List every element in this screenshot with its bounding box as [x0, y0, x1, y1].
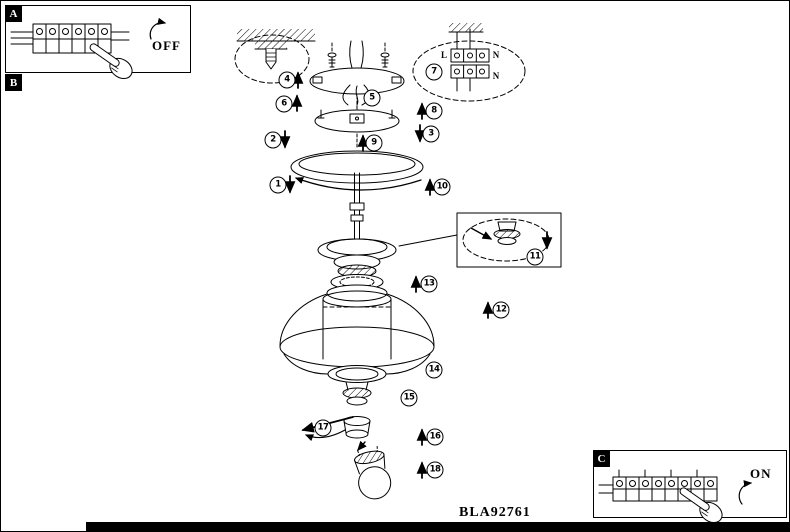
rotate-arrow-canopy [294, 177, 422, 191]
step-8-badge: 8 [425, 102, 443, 120]
off-label: OFF [152, 38, 181, 53]
model-number: BLA92761 [459, 505, 531, 520]
step-7-badge: 7 [425, 63, 443, 81]
rotate-arrow-step17 [304, 429, 346, 442]
inset-c-drawing [593, 450, 787, 523]
step-5-badge: 5 [363, 89, 381, 107]
inset-a-drawing [5, 5, 191, 79]
light-bulb [354, 446, 392, 500]
bottom-bar [86, 522, 789, 531]
rotate-arrow-a [149, 17, 167, 40]
step-9-badge: 9 [365, 134, 383, 152]
suspension-rod [349, 172, 365, 250]
on-label: ON [750, 466, 772, 481]
step-1-badge: 1 [269, 176, 287, 194]
terminal-block-detail [412, 23, 526, 102]
wall-anchor-detail [234, 34, 310, 84]
mounting-plate [309, 40, 405, 106]
glass-shade [279, 284, 435, 383]
pointing-hand-icon [679, 487, 723, 523]
step-12-badge: 12 [492, 301, 510, 319]
section-b-tag: B [5, 74, 22, 91]
step-18-badge: 18 [426, 461, 444, 479]
retaining-collar [342, 381, 372, 406]
step-11-badge: 11 [526, 248, 544, 266]
rotate-arrow-c [738, 480, 753, 505]
step-4-badge: 4 [278, 71, 296, 89]
step-6-badge: 6 [275, 95, 293, 113]
lamp-holder [343, 416, 371, 452]
section-c-tag: C [593, 450, 610, 467]
step-14-badge: 14 [425, 361, 443, 379]
step-3-badge: 3 [422, 125, 440, 143]
step-arrows [279, 71, 553, 479]
wire-label-n-top: N [492, 50, 500, 60]
crossbar-plate [314, 95, 400, 133]
socket-hub [317, 238, 397, 290]
wire-label-n-bottom: N [492, 71, 500, 81]
wire-label-l: L [440, 50, 448, 60]
step-15-badge: 15 [400, 389, 418, 407]
step-2-badge: 2 [264, 131, 282, 149]
pointing-hand-icon [89, 43, 133, 79]
step-13-badge: 13 [420, 275, 438, 293]
canopy [290, 133, 424, 191]
step-17-badge: 17 [314, 419, 332, 437]
step-16-badge: 16 [426, 428, 444, 446]
socket-detail-inset [398, 212, 562, 268]
step-10-badge: 10 [433, 178, 451, 196]
section-a-tag: A [5, 5, 22, 22]
